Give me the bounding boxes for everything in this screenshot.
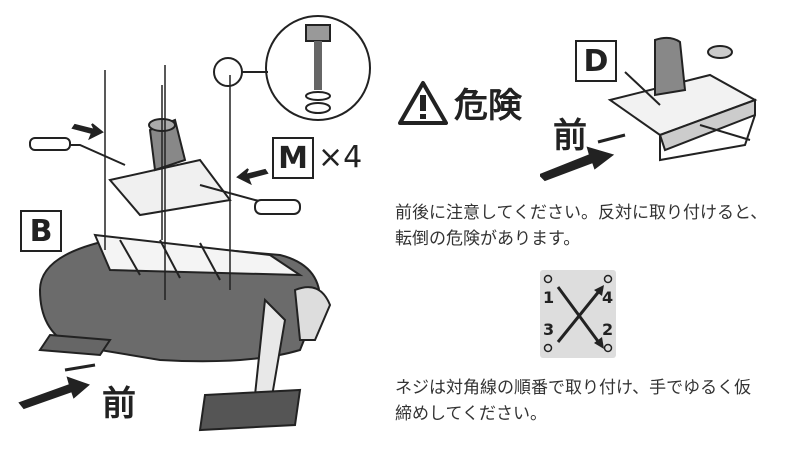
danger-title: 危険 [454,86,522,126]
screw-order-1: 1 [543,288,555,307]
part-label-d: D [575,40,617,82]
diagonal-arrows-icon [543,274,613,353]
front-label-left: 前 [102,384,136,424]
screw-order-4: 4 [602,288,614,307]
screw-line-2: 締めしてください。 [395,404,547,424]
screw-note: ネジは対角線の順番で取り付け、手でゆるく仮 締めしてください。 [395,375,751,427]
danger-warning: 危険 [398,78,522,127]
front-label-right: 前 [553,116,587,156]
caution-line-1: 前後に注意してください。反対に取り付けると、 [395,203,768,223]
mechanism-illustration [540,36,758,182]
screw-quantity: ×4 [318,140,363,175]
part-label-b: B [20,210,62,252]
screw-line-1: ネジは対角線の順番で取り付け、手でゆるく仮 [395,378,752,398]
screw-order-diagram: 1 4 3 2 [540,270,616,358]
chair-assembly-illustration [18,15,371,432]
part-label-m: M [272,137,314,179]
caution-line-2: 転倒の危険があります。 [395,229,581,249]
screw-order-3: 3 [543,320,555,339]
warning-triangle-icon [398,80,448,125]
caution-note: 前後に注意してください。反対に取り付けると、 転倒の危険があります。 [395,200,767,252]
screw-order-2: 2 [602,320,614,339]
